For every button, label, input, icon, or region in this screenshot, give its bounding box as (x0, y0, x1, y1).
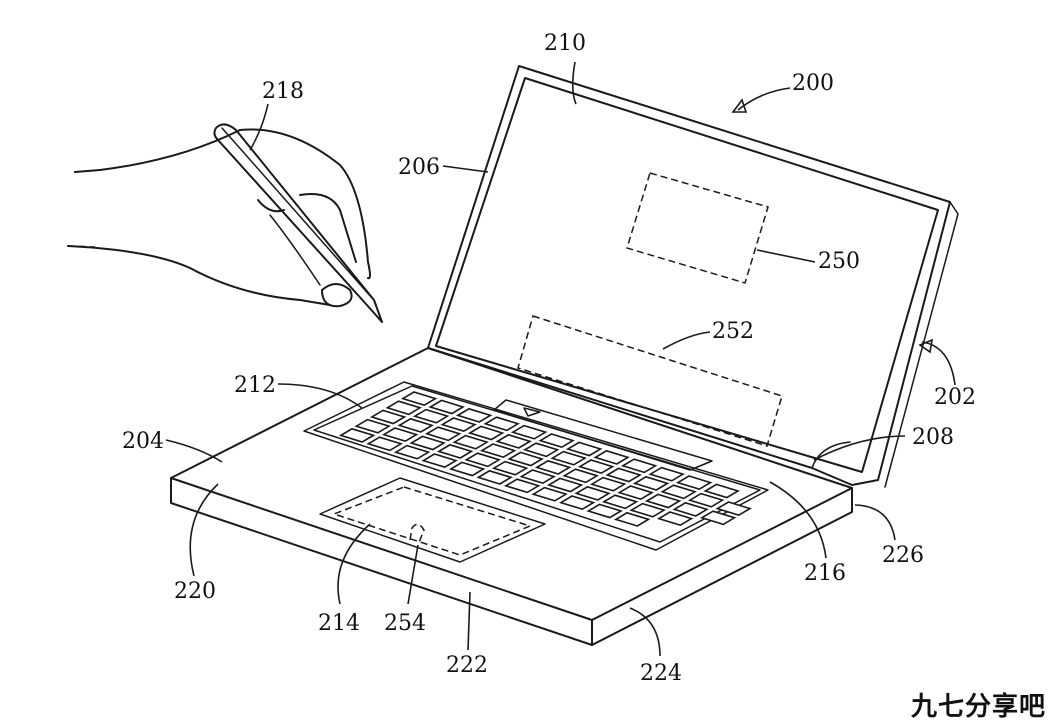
keyboard-key (491, 460, 529, 476)
keyboard-key (534, 459, 572, 475)
keyboard-key (703, 483, 740, 499)
keyboard-key (412, 408, 450, 424)
keyboard-key (455, 407, 493, 423)
label-204: 204 (122, 429, 164, 454)
keyboard-key (366, 436, 403, 452)
keyboard-key (589, 476, 627, 492)
label-254: 254 (384, 611, 426, 636)
keyboard-key (715, 501, 752, 517)
keyboard-key (369, 409, 407, 425)
keyboard-key (354, 418, 391, 434)
keyboard-key (593, 449, 630, 465)
label-222: 222 (446, 653, 488, 678)
reference-labels: 210 200 218 206 250 252 202 212 208 204 … (122, 31, 976, 686)
keyboard-key (620, 458, 658, 474)
keyboard-key (546, 477, 584, 493)
label-200: 200 (792, 71, 834, 96)
keyboard (303, 381, 769, 551)
stylus (213, 123, 383, 323)
trackpad (319, 477, 546, 563)
keyboard-key (448, 461, 486, 477)
label-212: 212 (234, 373, 276, 398)
keyboard-key (617, 485, 654, 501)
label-208: 208 (912, 425, 954, 450)
label-216: 216 (804, 561, 846, 586)
watermark-logo: 九七分享吧 (910, 692, 1046, 722)
keyboard-key (605, 467, 642, 483)
keyboard-key (440, 417, 477, 433)
keyboard-key (586, 503, 623, 519)
keyboard-key (672, 501, 709, 517)
keyboard-key (644, 493, 682, 509)
label-252: 252 (712, 319, 754, 344)
hand (67, 128, 371, 308)
key-grid (338, 391, 752, 527)
keyboard-key (660, 484, 697, 500)
keyboard-key (507, 451, 544, 467)
keyboard-key (421, 453, 458, 469)
leader-lines (165, 61, 956, 657)
keyboard-key (565, 441, 603, 457)
keyboard-key (577, 459, 615, 475)
keyboard-key (656, 511, 694, 527)
keyboard-key (385, 400, 422, 416)
display-region-252 (517, 315, 783, 447)
keyboard-key (393, 444, 431, 460)
keyboard-key (648, 466, 685, 482)
keyboard-key (531, 486, 568, 502)
keyboard-key (483, 416, 520, 432)
keyboard-key (675, 475, 713, 491)
label-202: 202 (934, 385, 976, 410)
label-210: 210 (544, 31, 586, 56)
keyboard-key (562, 468, 599, 484)
keyboard-key (409, 435, 446, 451)
keyboard-key (687, 492, 725, 508)
keyboard-key (503, 478, 541, 494)
base (170, 347, 853, 646)
keyboard-key (467, 425, 505, 441)
label-214: 214 (318, 611, 360, 636)
keyboard-key (476, 469, 513, 485)
label-250: 250 (818, 249, 860, 274)
keyboard-key (400, 391, 438, 407)
keyboard-key (629, 502, 666, 518)
keyboard-key (519, 469, 556, 485)
keyboard-key (428, 399, 465, 415)
keyboard-key (550, 450, 587, 466)
keyboard-key (558, 495, 596, 511)
keyboard-key (574, 485, 611, 501)
keyboard-key (436, 443, 474, 459)
keyboard-key (601, 494, 639, 510)
keyboard-key (510, 424, 548, 440)
label-220: 220 (174, 579, 216, 604)
keyboard-key (632, 475, 670, 491)
keyboard-key (699, 510, 737, 526)
keyboard-key (424, 426, 462, 442)
keyboard-key (381, 427, 419, 443)
keyboard-key (495, 433, 532, 449)
label-206: 206 (398, 155, 440, 180)
label-226: 226 (882, 543, 924, 568)
keyboard-key (479, 443, 517, 459)
keyboard-key (613, 511, 651, 527)
keyboard-key (538, 433, 575, 449)
keyboard-key (397, 417, 434, 433)
keyboard-key (452, 434, 489, 450)
label-224: 224 (640, 661, 682, 686)
keyboard-key (338, 427, 376, 443)
keyboard-key (522, 442, 560, 458)
display-region-250 (626, 172, 769, 284)
keyboard-key (464, 452, 501, 468)
label-218: 218 (262, 79, 304, 104)
